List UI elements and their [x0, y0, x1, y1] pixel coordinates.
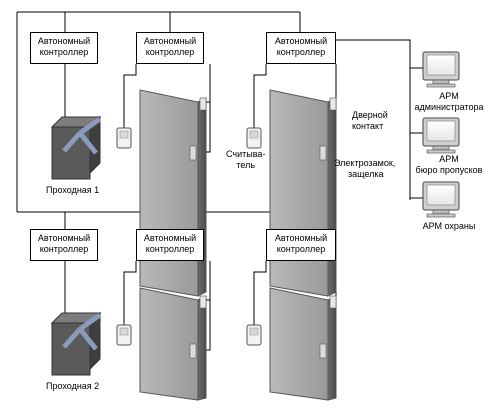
monitor-icon: [422, 51, 460, 88]
monitor-icon: [422, 181, 460, 218]
controller-box: Автономный контроллер: [136, 32, 204, 64]
turnstile-icon: [50, 115, 102, 180]
workstation-label: АРМ охраны: [422, 221, 476, 231]
card-reader-icon: [116, 127, 132, 149]
turnstile-icon: [50, 311, 102, 376]
controller-label-line1: Автономный: [274, 36, 328, 46]
passage-label: Проходная 2: [46, 381, 100, 391]
controller-label-line1: Автономный: [143, 233, 197, 243]
controller-label-line2: контроллер: [145, 47, 195, 57]
controller-label-line1: Автономный: [274, 233, 328, 243]
door-icon: [269, 287, 337, 401]
controller-box: Автономный контроллер: [30, 32, 98, 64]
door-icon: [269, 89, 337, 297]
controller-label-line2: контроллер: [276, 244, 326, 254]
controller-label-line1: Автономный: [37, 233, 91, 243]
door-icon: [139, 89, 207, 297]
controller-label-line2: контроллер: [276, 47, 326, 57]
controller-label-line2: контроллер: [39, 244, 89, 254]
monitor-icon: [422, 117, 460, 154]
controller-box: Автономный контроллер: [30, 229, 98, 261]
card-reader-icon: [116, 324, 132, 346]
controller-label-line2: контроллер: [39, 47, 89, 57]
reader-label: Считыва- тель: [226, 149, 266, 170]
controller-box: Автономный контроллер: [136, 229, 204, 261]
passage-label: Проходная 1: [46, 185, 100, 195]
door-contact-label: Дверной контакт: [352, 110, 388, 131]
controller-box: Автономный контроллер: [266, 229, 336, 261]
workstation-label: АРМ бюро пропусков: [415, 154, 483, 175]
controller-label-line2: контроллер: [145, 244, 195, 254]
controller-box: Автономный контроллер: [266, 32, 336, 64]
door-icon: [139, 287, 207, 401]
card-reader-icon: [246, 324, 262, 346]
lock-label: Электрозамок, защелка: [334, 158, 396, 179]
controller-label-line1: Автономный: [143, 36, 197, 46]
workstation-label: АРМ администратора: [414, 91, 484, 112]
card-reader-icon: [246, 127, 262, 149]
controller-label-line1: Автономный: [37, 36, 91, 46]
